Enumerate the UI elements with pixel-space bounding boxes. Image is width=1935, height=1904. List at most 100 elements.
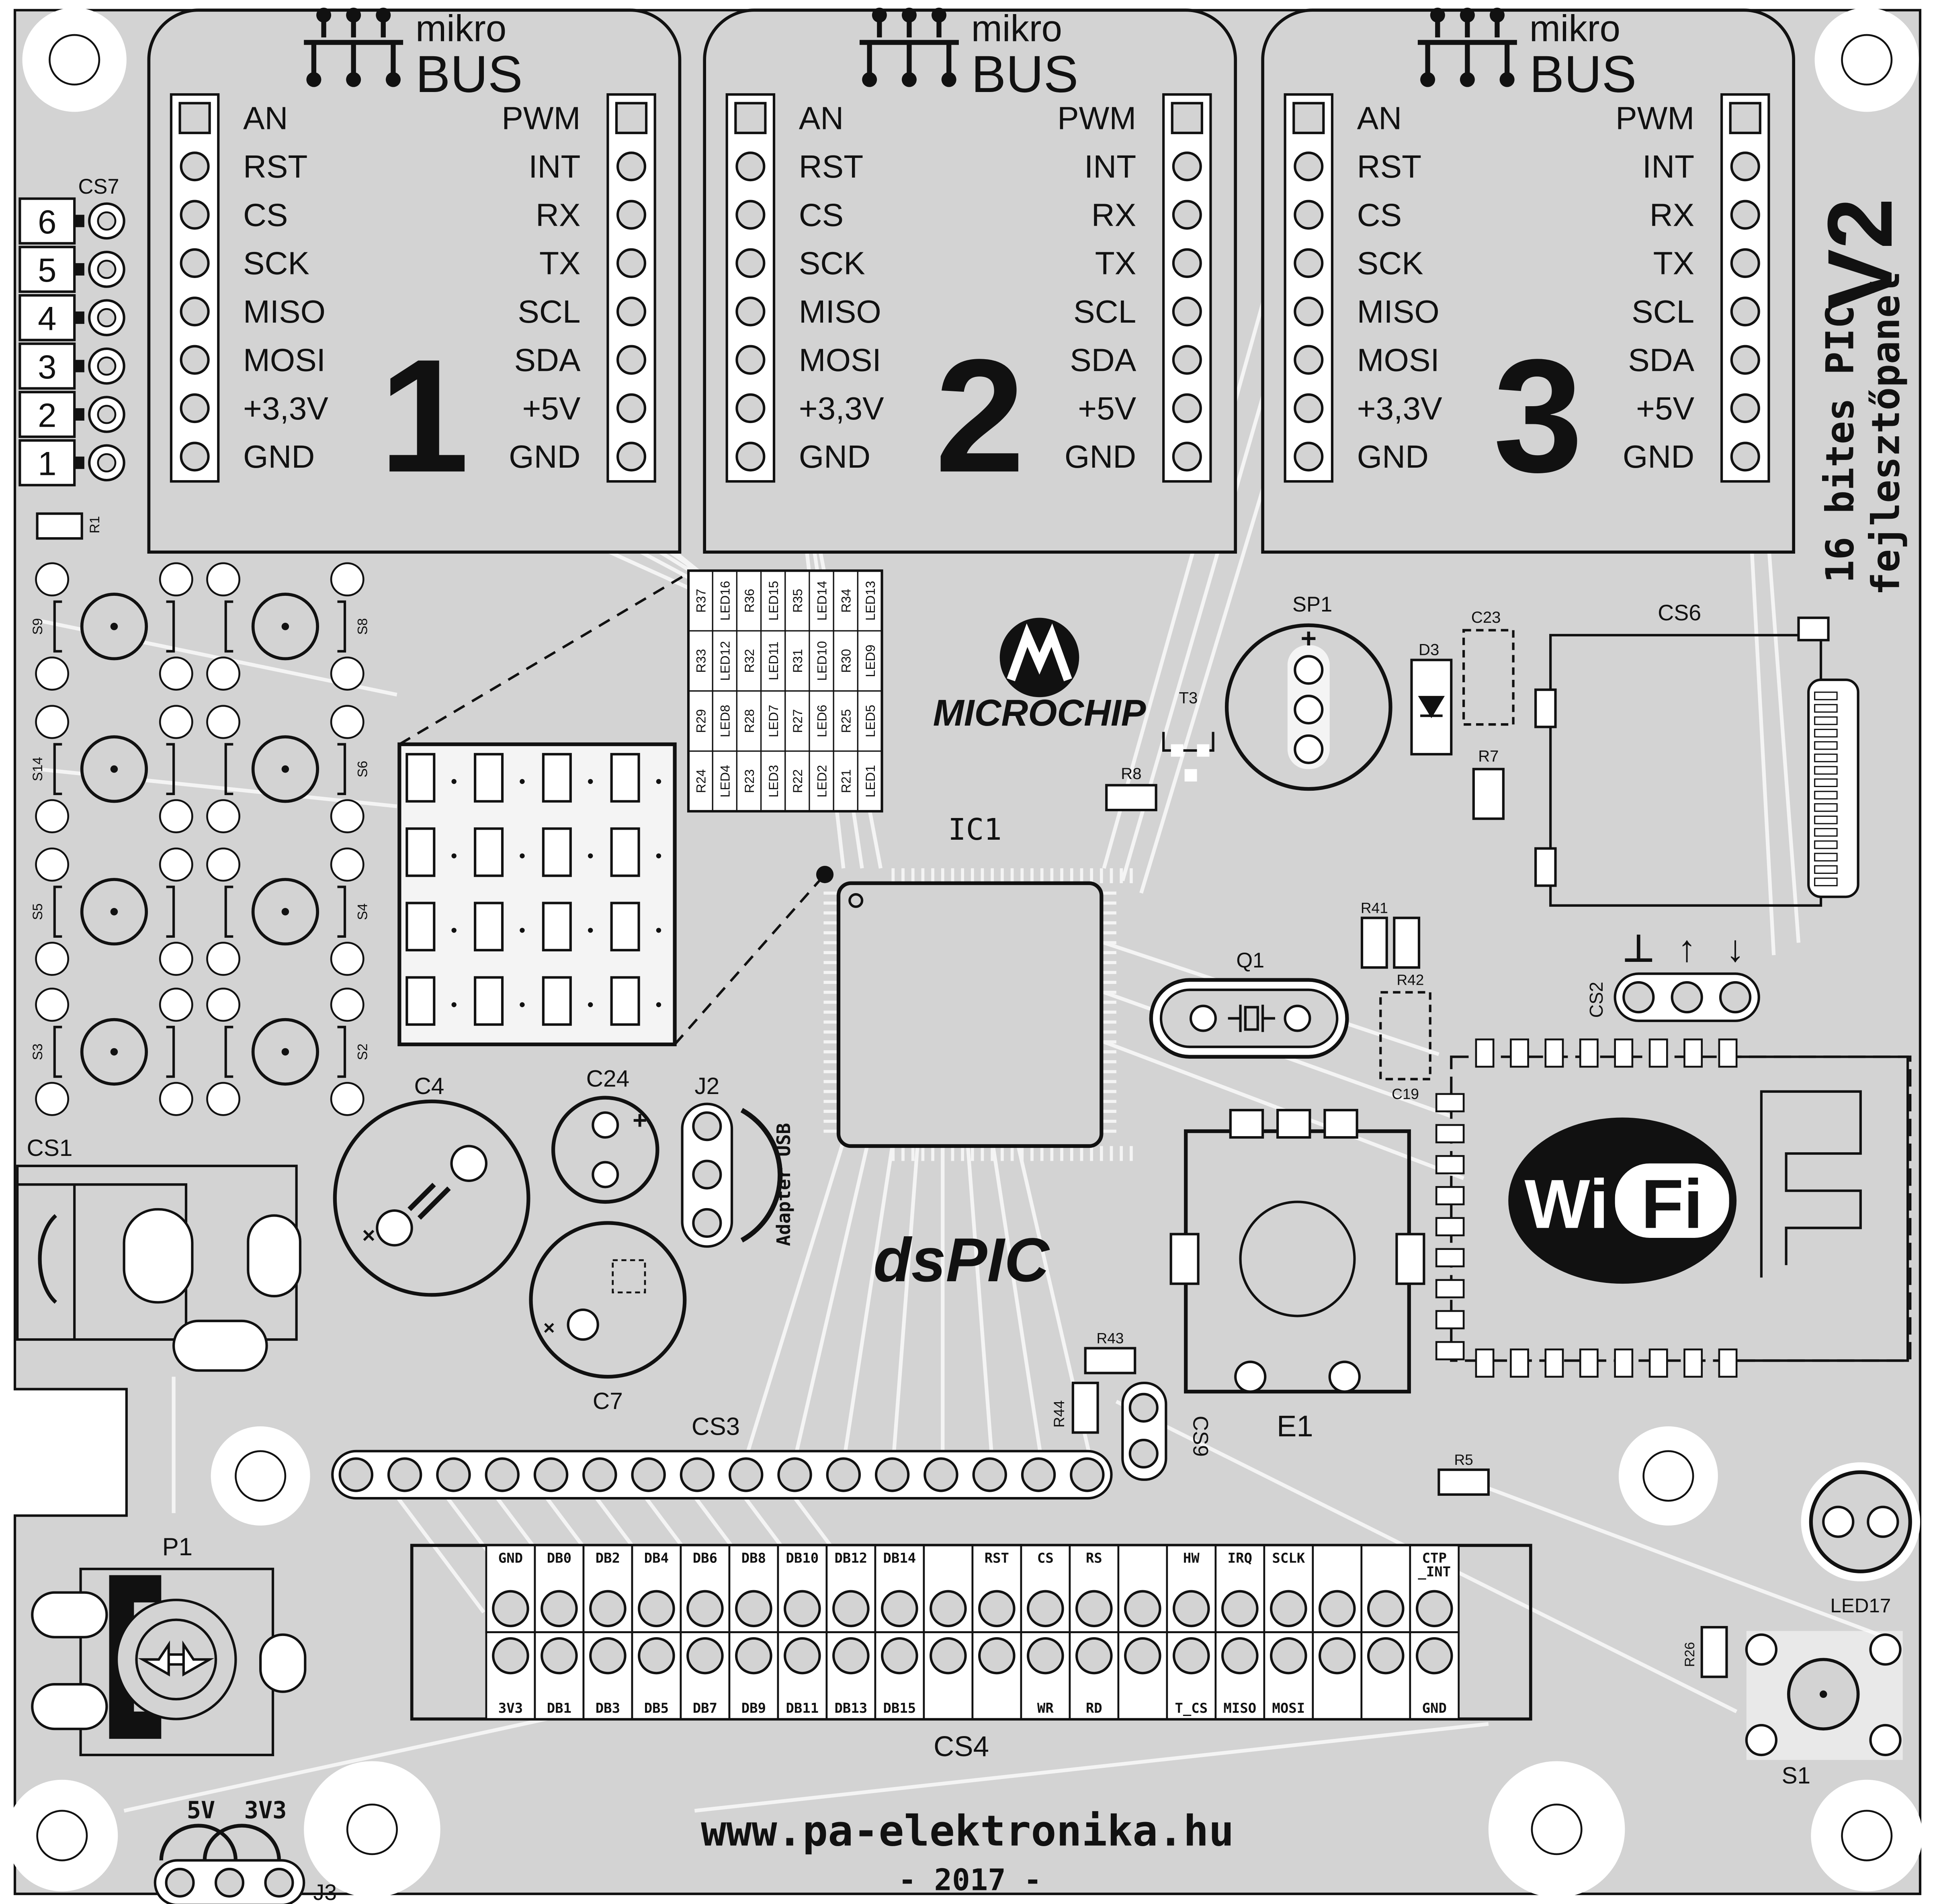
led-table-cell: LED5	[863, 705, 878, 737]
mikrobus-right-pin: TX	[1653, 245, 1695, 282]
cs2-symbol: ⊥	[1622, 928, 1655, 969]
cs4-top-label: IRQ	[1228, 1550, 1252, 1567]
mikrobus-right-pin: PWM	[1057, 100, 1136, 137]
led-table-cell: R33	[694, 649, 708, 673]
cs4-top-label: DB12	[834, 1550, 867, 1567]
led-table-cell: LED9	[863, 644, 878, 677]
mikrobus-right-pin: +5V	[1636, 391, 1694, 427]
matrix-led	[405, 753, 436, 803]
led-table-cell: R29	[694, 709, 708, 733]
mikrobus-icon	[859, 12, 959, 75]
led-table-cell: R22	[790, 769, 805, 793]
led-matrix	[397, 572, 834, 1047]
button-label: S3	[30, 1043, 45, 1060]
mikrobus-brand-top: mikro	[416, 7, 506, 49]
mounting-holes	[6, 8, 1923, 1898]
mikrobus-left-pin: RST	[1357, 149, 1422, 185]
led-table-cell: LED7	[766, 705, 781, 737]
button-label: S8	[355, 618, 371, 635]
led-table-cell: R32	[742, 649, 757, 673]
led-table-cell: LED13	[863, 581, 878, 621]
led-table-cell: R36	[742, 589, 757, 613]
cs2-label: CS2	[1586, 982, 1607, 1018]
svg-text:+: +	[1300, 624, 1317, 654]
title-line2: fejlesztőpanel	[1863, 272, 1908, 595]
mikrobus-right-pin: SCL	[1632, 294, 1694, 330]
r1-resistor	[36, 512, 83, 540]
microchip-logo: MICROCHIP	[933, 618, 1146, 734]
led-table-cell: R35	[790, 589, 805, 613]
button-label: S9	[30, 618, 45, 635]
led-table-cell: LED6	[815, 705, 829, 737]
c4-capacitor: C4 ×	[333, 1073, 530, 1297]
led-table-cell: R37	[694, 589, 708, 613]
mikrobus-left-pin: AN	[1357, 100, 1402, 137]
push-button[interactable]: S2	[206, 988, 371, 1116]
mikrobus-left-pin: MISO	[1357, 294, 1439, 330]
r7-label: R7	[1478, 747, 1499, 765]
s1-label: S1	[1781, 1763, 1810, 1789]
push-button[interactable]: S3	[30, 988, 193, 1116]
mikrobus-left-pin: MISO	[243, 294, 326, 330]
led-table-cell: R28	[742, 709, 757, 733]
mikrobus-icon	[1417, 12, 1517, 75]
mikrobus-brand-bottom: BUS	[971, 45, 1079, 103]
cs4-top-label: DB10	[786, 1550, 819, 1567]
svg-text:+: +	[633, 1106, 647, 1134]
c7-label: C7	[593, 1388, 623, 1414]
cs4-top-label: HW	[1183, 1550, 1200, 1567]
push-button[interactable]: S9	[30, 562, 193, 691]
j3-jumper: 5V 3V3 J3	[154, 1796, 337, 1904]
mikrobus-right-pin: SDA	[1628, 342, 1694, 378]
push-button[interactable]: S6	[206, 705, 371, 833]
button-label: S4	[355, 903, 371, 920]
cs4-bottom-label: DB13	[834, 1700, 867, 1716]
mikrobus-left-pin: AN	[243, 100, 288, 137]
matrix-led	[610, 827, 640, 877]
s1-button[interactable]: S1	[1745, 1631, 1903, 1789]
led-table-cell: LED3	[766, 765, 781, 798]
push-button[interactable]: S4	[206, 847, 371, 976]
cs4-top-label: CS	[1037, 1550, 1054, 1567]
push-button[interactable]: S14	[30, 705, 193, 833]
cs7-pin-number: 1	[38, 445, 56, 483]
c7-capacitor: × C7	[529, 1221, 687, 1414]
cs7-pin-number: 2	[38, 397, 56, 434]
mikrobus-left-pin: RST	[799, 149, 864, 185]
cs4-top-label: RST	[985, 1550, 1009, 1567]
mikrobus-slot-2: mikroBUSANRSTCSSCKMISOMOSI+3,3VGNDPWMINT…	[703, 7, 1237, 554]
matrix-led	[405, 827, 436, 877]
j3-label: J3	[313, 1880, 337, 1904]
matrix-led	[542, 902, 572, 951]
cs7-pin-number: 3	[38, 348, 56, 386]
d3-label: D3	[1419, 640, 1439, 659]
mikrobus-slots: mikroBUSANRSTCSSCKMISOMOSI+3,3VGNDPWMINT…	[147, 7, 1795, 554]
mikrobus-left-pin: AN	[799, 100, 844, 137]
cs7-label: CS7	[78, 175, 119, 198]
matrix-led	[610, 902, 640, 951]
mikrobus-left-pin: RST	[243, 149, 308, 185]
push-button[interactable]: S8	[206, 562, 371, 691]
button-label: S14	[30, 757, 45, 781]
cs7-pin-number: 4	[38, 300, 56, 337]
cs4-bottom-label: DB5	[644, 1700, 669, 1716]
mikrobus-right-pin: RX	[536, 197, 580, 233]
push-button[interactable]: S5	[30, 847, 193, 976]
cs4-top-label: DB14	[883, 1550, 916, 1567]
led-table-cell: R27	[790, 709, 805, 733]
led-table-cell: R21	[839, 769, 854, 793]
cs4-top-label: _INT	[1418, 1564, 1451, 1580]
j2-jumper: J2 Adapter USB	[681, 1073, 794, 1248]
cs4-top-label: DB0	[547, 1550, 571, 1567]
ic1-chip: IC1	[823, 812, 1133, 1161]
led-table-cell: LED15	[766, 581, 781, 621]
r42-label: R42	[1396, 971, 1424, 988]
p1-potentiometer: P1	[31, 1533, 307, 1757]
cs4-bottom-label: GND	[1422, 1700, 1447, 1716]
mikrobus-right-pin: GND	[1065, 439, 1136, 475]
matrix-led	[542, 827, 572, 877]
mikrobus-right-pin: RX	[1650, 197, 1694, 233]
mikrobus-brand-top: mikro	[971, 7, 1062, 49]
mikrobus-right-pin: PWM	[1616, 100, 1694, 137]
mikrobus-left-pin: SCK	[799, 245, 865, 282]
